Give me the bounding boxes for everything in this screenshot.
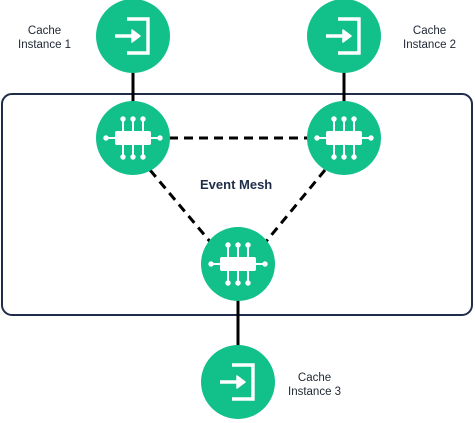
cache-instance-1-label-line1: Cache [27, 25, 62, 37]
broker-1-node [96, 101, 170, 175]
event-mesh-title: Event Mesh [200, 177, 273, 192]
cache-instance-1-node [96, 0, 170, 73]
cache-instance-3-label-line2: Instance 3 [288, 386, 342, 398]
cache-instance-3-label: Cache Instance 3 [288, 371, 341, 399]
cache-instance-2-label-line2: Instance 2 [403, 39, 457, 51]
cache-instance-2-label: Cache Instance 2 [403, 24, 456, 52]
cache-instance-3-label-line1: Cache [297, 372, 332, 384]
cache-instance-1-label-line2: Instance 1 [18, 39, 72, 51]
link-broker-1-broker-3 [148, 169, 214, 245]
broker-2-node [307, 101, 381, 175]
cache-instance-1-label: Cache Instance 1 [18, 24, 71, 52]
broker-3-node [201, 227, 275, 301]
link-broker-2-broker-3 [262, 169, 327, 245]
cache-instance-3-node [201, 345, 275, 419]
cache-instance-2-label-line1: Cache [412, 25, 447, 37]
cache-instance-2-node [307, 0, 381, 73]
